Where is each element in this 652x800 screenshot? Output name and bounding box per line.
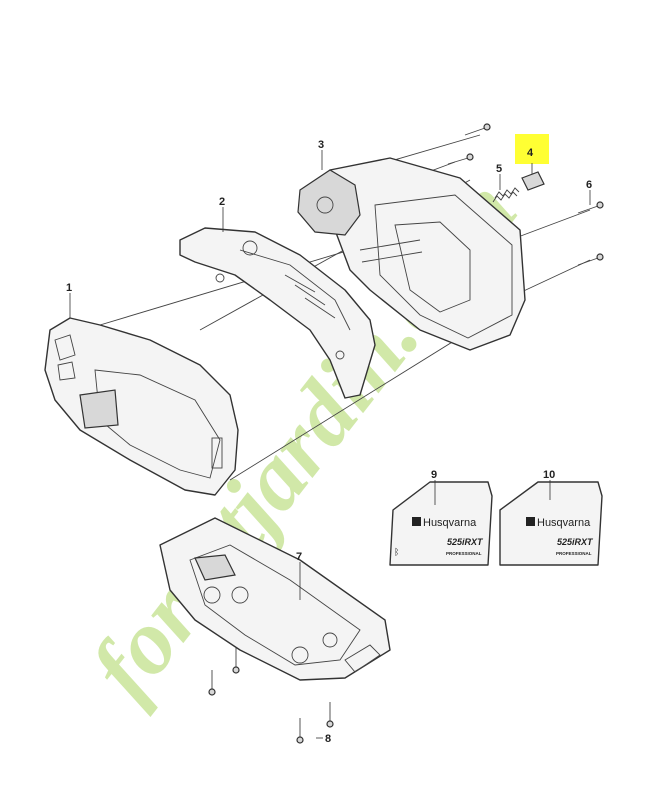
decal-10: Husqvarna 525iRXT PROFESSIONAL xyxy=(499,481,603,566)
part-5-spring xyxy=(492,187,520,203)
decal-10-brand: Husqvarna xyxy=(537,517,591,529)
part-7-lower-housing xyxy=(159,517,391,681)
callout-10: 10 xyxy=(543,469,555,481)
callout-2: 2 xyxy=(219,196,225,208)
callout-9: 9 xyxy=(431,469,437,481)
decal-9-model: 525iRXT xyxy=(447,537,484,547)
callout-5: 5 xyxy=(496,163,502,175)
part-1-front-guard xyxy=(44,317,239,496)
callout-7: 7 xyxy=(296,551,302,563)
decal-9-brand: Husqvarna xyxy=(423,517,477,529)
part-4-highlight xyxy=(515,134,549,164)
callout-8: 8 xyxy=(325,733,331,745)
decal-10-line: PROFESSIONAL xyxy=(556,551,592,556)
part-6-screws xyxy=(447,123,604,266)
decal-9: Husqvarna 525iRXT PROFESSIONAL ᛒ xyxy=(389,481,493,566)
callout-6: 6 xyxy=(586,179,592,191)
callout-4: 4 xyxy=(527,147,534,159)
part-8-screws xyxy=(208,648,334,744)
callout-3: 3 xyxy=(318,139,324,151)
decal-10-model: 525iRXT xyxy=(557,537,594,547)
leader-lines xyxy=(69,150,591,739)
decal-9-bluetooth-icon: ᛒ xyxy=(394,547,399,557)
part-4-clip xyxy=(515,134,549,191)
callout-1: 1 xyxy=(66,282,72,294)
part-3-rear-housing xyxy=(297,157,526,351)
decal-9-line: PROFESSIONAL xyxy=(446,551,482,556)
part-2-top-handle xyxy=(179,227,376,399)
callouts: 1 2 3 4 5 6 7 8 9 10 xyxy=(66,139,592,745)
